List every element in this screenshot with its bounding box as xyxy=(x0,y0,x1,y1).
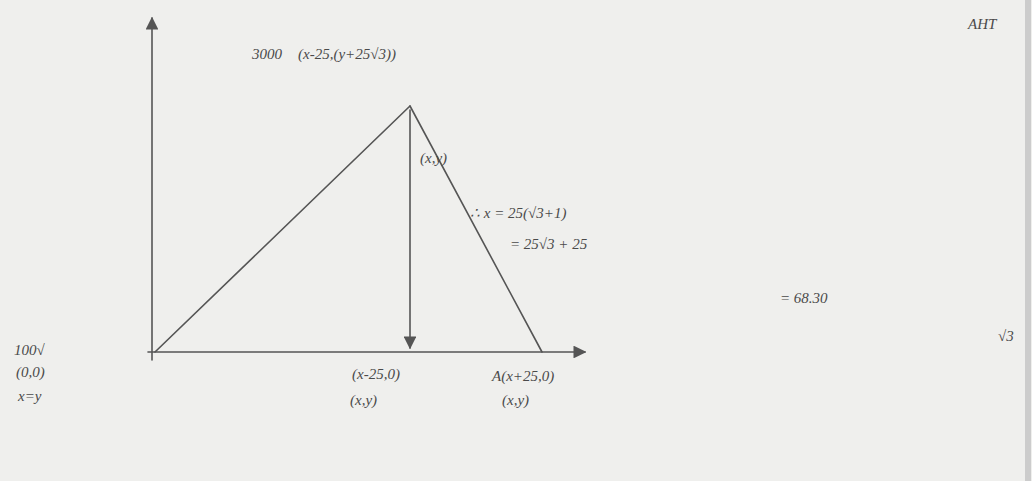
math-label: 100√ xyxy=(14,342,45,359)
height-line xyxy=(409,110,411,348)
math-label: ∴ x = 25(√3+1) xyxy=(470,205,566,222)
math-label: √3 xyxy=(998,328,1014,345)
math-label: A(x+25,0) xyxy=(492,368,554,385)
math-label: (x,y) xyxy=(350,392,377,409)
x-axis xyxy=(148,351,585,353)
math-label: = 25√3 + 25 xyxy=(510,236,587,253)
math-label: 3000 xyxy=(252,46,282,63)
math-label: (x-25,(y+25√3)) xyxy=(298,46,396,63)
math-label: = 68.30 xyxy=(780,290,828,307)
math-label: AHT xyxy=(968,16,996,33)
page-edge xyxy=(1025,0,1031,481)
math-label: (0,0) xyxy=(16,364,45,381)
math-label: x=y xyxy=(18,388,41,405)
math-label: (x-25,0) xyxy=(352,366,400,383)
triangle-side xyxy=(155,106,410,352)
y-axis xyxy=(151,18,153,360)
triangle-side xyxy=(410,106,542,352)
math-label: (x,y) xyxy=(502,392,529,409)
math-label: (x,y) xyxy=(420,150,447,167)
